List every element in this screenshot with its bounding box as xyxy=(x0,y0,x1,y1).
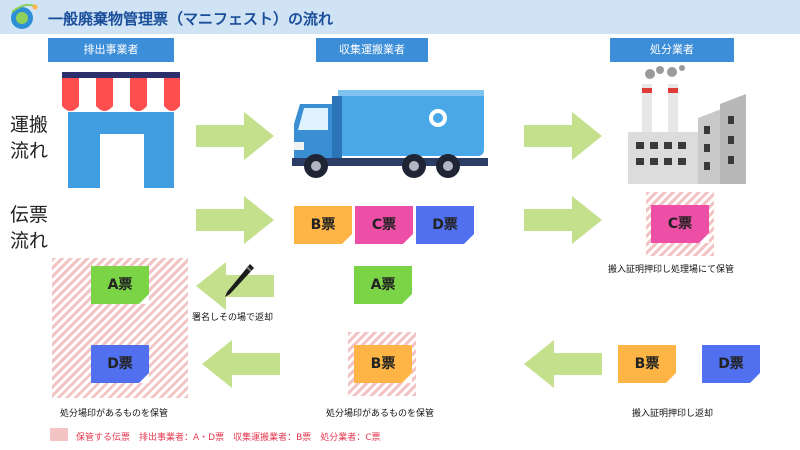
factory-icon xyxy=(624,65,748,190)
slip-c-label: C票 xyxy=(371,217,397,233)
slip-b: B票 xyxy=(354,345,412,383)
header-bar xyxy=(0,0,800,34)
slip-d-label: D票 xyxy=(718,356,744,372)
slip-d-label: D票 xyxy=(432,217,458,233)
slip-d: D票 xyxy=(91,345,149,383)
caption-sign-return: 署名しその場で返却 xyxy=(192,313,274,323)
row-label-transport: 運搬 流れ xyxy=(10,112,48,164)
slip-b-label: B票 xyxy=(634,356,660,372)
arrow-right-icon xyxy=(196,196,274,248)
arrow-left-icon xyxy=(524,340,602,392)
row-label-line: 伝票 xyxy=(10,204,49,226)
row-label-line: 流れ xyxy=(10,140,49,162)
legend-swatch xyxy=(50,428,68,441)
slip-b: B票 xyxy=(618,345,676,383)
caption-discharger-keep: 処分場印があるものを保管 xyxy=(60,409,169,419)
role-discharger: 排出事業者 xyxy=(48,38,174,62)
slip-c: C票 xyxy=(355,206,413,244)
arrow-right-icon xyxy=(524,196,602,248)
arrow-left-icon xyxy=(202,340,280,392)
legend-text: 保管する伝票 排出事業者：A・D票 収集運搬業者：B票 処分業者：C票 xyxy=(76,433,381,443)
logo-icon xyxy=(8,3,38,35)
slip-d: D票 xyxy=(702,345,760,383)
caption-disposer-return: 搬入証明押印し返却 xyxy=(632,409,714,419)
slip-a: A票 xyxy=(354,266,412,304)
slip-d: D票 xyxy=(416,206,474,244)
slip-a: A票 xyxy=(91,266,149,304)
row-label-line: 流れ xyxy=(10,230,49,252)
arrow-right-icon xyxy=(524,112,602,164)
caption-disposer-keep: 搬入証明押印し処理場にて保管 xyxy=(608,265,735,275)
page-title: 一般廃棄物管理票（マニフェスト）の流れ xyxy=(48,10,334,28)
caption-collector-keep: 処分場印があるものを保管 xyxy=(326,409,435,419)
row-label-slip: 伝票 流れ xyxy=(10,202,48,254)
slip-b: B票 xyxy=(294,206,352,244)
slip-b-label: B票 xyxy=(310,217,336,233)
slip-c: C票 xyxy=(651,205,709,243)
shop-icon xyxy=(62,72,180,194)
row-label-line: 運搬 xyxy=(10,114,49,136)
arrow-right-icon xyxy=(196,112,274,164)
slip-a-label: A票 xyxy=(370,277,396,293)
slip-b-label: B票 xyxy=(370,356,396,372)
slip-c-label: C票 xyxy=(667,216,693,232)
role-disposer: 処分業者 xyxy=(610,38,734,62)
role-collector: 収集運搬業者 xyxy=(316,38,428,62)
garbage-truck-icon xyxy=(292,82,488,186)
pen-icon xyxy=(222,262,256,304)
slip-d-label: D票 xyxy=(107,356,133,372)
slip-a-label: A票 xyxy=(107,277,133,293)
